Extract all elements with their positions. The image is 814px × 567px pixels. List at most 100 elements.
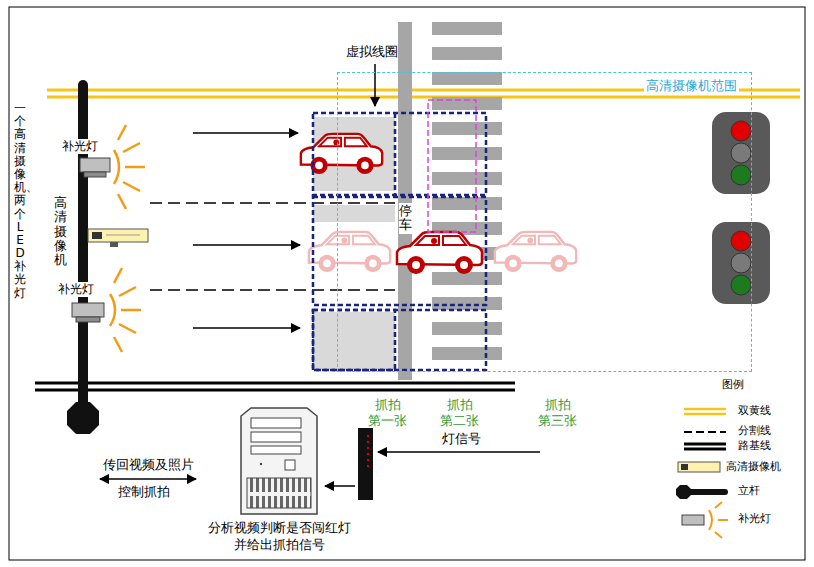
legend-sample (676, 409, 728, 538)
fill-light (114, 337, 122, 352)
fill-light (76, 317, 100, 322)
signal-controller (358, 428, 373, 500)
fill-light (114, 150, 119, 184)
car (301, 134, 576, 274)
crosswalk (432, 22, 502, 35)
legend-sample (681, 464, 688, 470)
link-label: 控制抓拍 (118, 484, 170, 500)
legend-sample (684, 431, 726, 433)
computer-icon (241, 408, 317, 514)
crosswalk (432, 297, 502, 310)
crosswalk (432, 347, 502, 360)
road-base-line (35, 389, 515, 392)
signal-controller (358, 428, 373, 500)
pole (78, 80, 88, 410)
hd-camera (106, 235, 140, 236)
fill-light (123, 143, 140, 152)
signal-controller (367, 435, 369, 437)
traffic-light (731, 275, 751, 295)
link-label: 传回视频及照片 (103, 457, 194, 473)
car (309, 232, 390, 272)
traffic-light (712, 112, 770, 304)
virtual-loop (313, 197, 486, 305)
virtual-loop (313, 113, 486, 370)
hd-camera (88, 229, 148, 247)
legend-sample (682, 515, 704, 525)
signal-controller (367, 441, 369, 443)
part-label: 补光灯 (58, 282, 94, 297)
legend-sample (709, 510, 712, 530)
traffic-light (731, 231, 751, 251)
pole (67, 80, 99, 434)
legend-sample (678, 462, 720, 472)
crosswalk (432, 322, 502, 335)
lane-arrow (193, 132, 298, 134)
fill-light (119, 287, 136, 296)
capture-label: 抓拍 第一张 (367, 397, 410, 430)
legend-text: 高清摄像机 (726, 460, 781, 474)
hd-camera (110, 242, 118, 247)
leader-arrow (374, 64, 376, 106)
fill-light (84, 172, 106, 177)
crosswalk (432, 97, 502, 110)
fill-light (118, 125, 126, 140)
frame (9, 7, 805, 560)
virtual-loop (394, 113, 397, 195)
fill-light (114, 125, 145, 209)
part-label: 补光灯 (62, 139, 98, 154)
pole (67, 402, 99, 434)
road-base-line (35, 382, 515, 385)
signal-arrow (325, 485, 355, 487)
virtual-loop (313, 113, 486, 195)
camera-range-region: 高清摄像机范围 (337, 72, 752, 372)
legend-text: 路基线 (738, 439, 771, 453)
lane-arrow (193, 244, 300, 246)
capture-label: 抓拍 第二张 (439, 397, 482, 430)
hd-camera (92, 232, 102, 239)
double-yellow-line (47, 96, 800, 99)
traffic-light (731, 253, 751, 273)
lane-divider (150, 202, 395, 204)
car (397, 232, 482, 274)
legend-text: 双黄线 (738, 404, 771, 418)
fill-light (125, 166, 145, 169)
fill-light (110, 268, 141, 352)
traffic-light (731, 165, 751, 185)
crosswalk (432, 47, 502, 60)
computer-node: 分析视频判断是否闯红灯 并给出抓拍信号 (204, 404, 354, 554)
system-note: 一个高清摄像机、两个LED补光灯 (14, 102, 26, 300)
capture-label: 抓拍 第三张 (537, 397, 580, 430)
legend-title: 图例 (722, 378, 744, 392)
road-base-line (35, 383, 515, 390)
fill-light (72, 303, 104, 317)
callout-label: 虚拟线圈 (346, 44, 398, 60)
fill-light (114, 268, 122, 283)
signal-controller (367, 459, 369, 461)
legend-sample (718, 519, 728, 521)
legend-text: 补光灯 (738, 512, 771, 526)
lane-divider (150, 203, 395, 290)
virtual-loop (313, 310, 486, 370)
crosswalk (432, 72, 502, 85)
signal-label: 灯信号 (442, 431, 481, 447)
crosswalk (432, 272, 502, 285)
legend-sample (709, 502, 728, 538)
hd-camera (88, 229, 148, 242)
region-label: 高清摄像机范围 (644, 77, 739, 95)
legend-sample (676, 485, 691, 499)
crosswalk (432, 147, 502, 160)
node-caption: 分析视频判断是否闯红灯 并给出抓拍信号 (204, 520, 354, 554)
virtual-loop (313, 310, 395, 370)
legend-text: 分割线 (738, 424, 771, 438)
legend-sample (684, 448, 726, 451)
traffic-light (731, 121, 751, 141)
signal-arrow (378, 451, 540, 453)
data-link-arrow (100, 478, 196, 480)
lane-arrow (193, 327, 300, 329)
fill-light (110, 294, 115, 326)
capture-zone (428, 100, 476, 232)
stop-label: 停车 (399, 203, 412, 234)
fill-light (123, 182, 140, 191)
fill-light (121, 309, 141, 312)
